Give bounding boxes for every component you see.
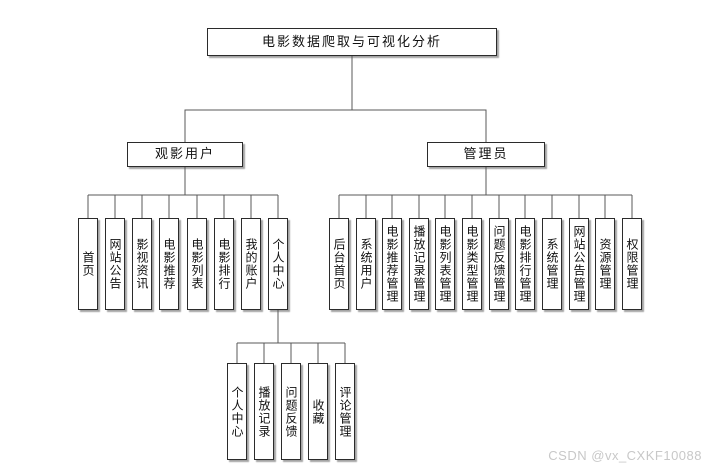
node-system-users: 系统用户: [356, 218, 376, 310]
node-play-history: 播放记录: [254, 363, 274, 460]
node-admin: 管理员: [427, 142, 545, 167]
node-system-mgmt: 系统管理: [542, 218, 562, 310]
node-movie-recommendation-mgmt: 电影推荐管理: [382, 218, 402, 310]
node-favorites: 收藏: [308, 363, 328, 460]
node-movie-recommendation: 电影推荐: [159, 218, 179, 310]
node-pc-personal-center: 个人中心: [227, 363, 247, 460]
node-home: 首页: [78, 218, 98, 310]
node-play-history-mgmt: 播放记录管理: [409, 218, 429, 310]
csdn-watermark: CSDN @vx_CXKF10088: [548, 448, 702, 463]
node-admin-home: 后台首页: [329, 218, 349, 310]
node-personal-center: 个人中心: [268, 218, 288, 310]
node-feedback-mgmt: 问题反馈管理: [489, 218, 509, 310]
node-movie-list-mgmt: 电影列表管理: [435, 218, 455, 310]
node-site-announcements: 网站公告: [105, 218, 125, 310]
node-site-announcement-mgmt: 网站公告管理: [569, 218, 589, 310]
node-comment-mgmt: 评论管理: [335, 363, 355, 460]
node-resource-mgmt: 资源管理: [595, 218, 615, 310]
node-root-title: 电影数据爬取与可视化分析: [207, 28, 497, 56]
node-movie-ranking: 电影排行: [214, 218, 234, 310]
node-movie-ranking-mgmt: 电影排行管理: [515, 218, 535, 310]
node-feedback: 问题反馈: [281, 363, 301, 460]
node-permission-mgmt: 权限管理: [622, 218, 642, 310]
node-viewer-user: 观影用户: [127, 142, 243, 167]
node-movie-genre-mgmt: 电影类型管理: [462, 218, 482, 310]
node-movie-list: 电影列表: [187, 218, 207, 310]
node-my-account: 我的账户: [241, 218, 261, 310]
node-movie-news: 影视资讯: [132, 218, 152, 310]
